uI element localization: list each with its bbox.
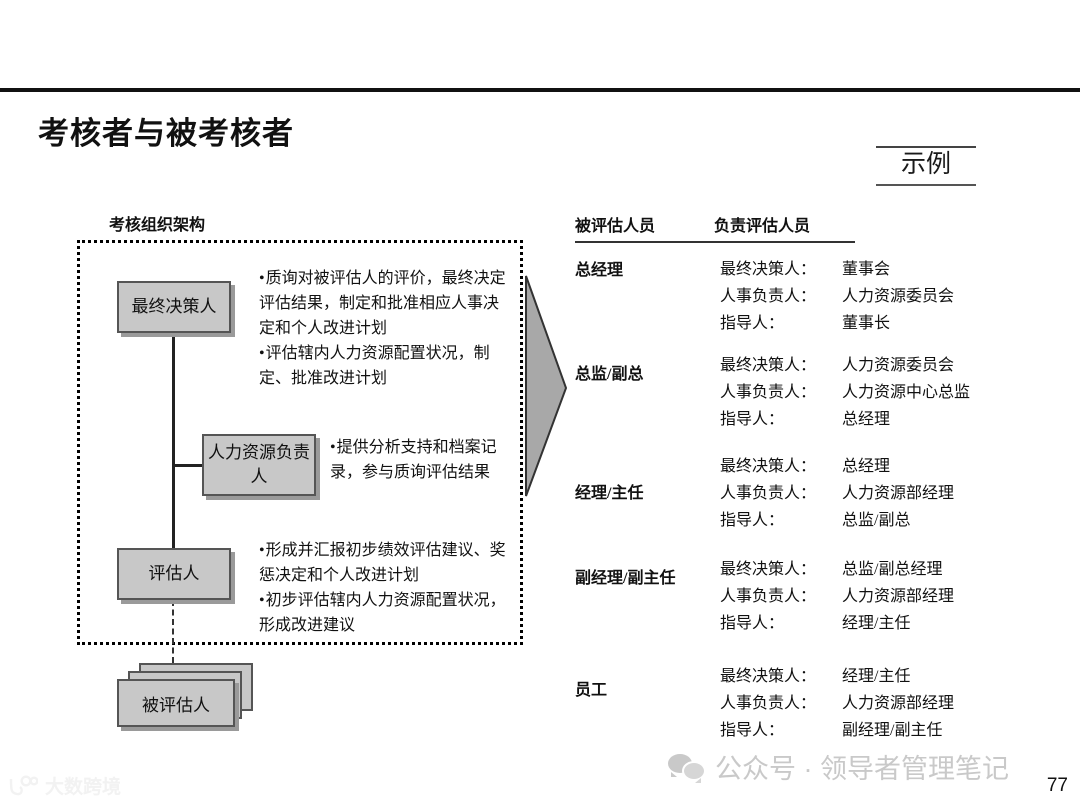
example-stamp-label: 示例 — [900, 151, 951, 178]
table-row-pair: 人事负责人： 人力资源部经理 — [720, 690, 1035, 717]
table-row-role: 员工 — [575, 682, 608, 699]
flow-arrow-icon — [525, 275, 568, 497]
table-row-pair: 人事负责人： 人力资源部经理 — [720, 583, 1035, 610]
table-header: 被评估人员 负责评估人员 — [575, 212, 855, 243]
bullet-item: 初步评估辖内人力资源配置状况，形成改进建议 — [259, 588, 511, 638]
brand-logo-icon — [9, 774, 38, 795]
table-row: 总经理 最终决策人： 董事会 人事负责人： 人力资源委员会 指导人： 董事长 — [575, 256, 1035, 337]
table-row-pair: 人事负责人： 人力资源委员会 — [720, 283, 1035, 310]
connector-horizontal-hr — [172, 464, 204, 467]
pair-key: 最终决策人： — [720, 261, 817, 278]
table-row-pair: 最终决策人： 董事会 — [720, 256, 1035, 283]
pair-value: 人力资源委员会 — [842, 288, 955, 305]
example-stamp-rule-bottom — [876, 184, 976, 186]
node-hr-manager[interactable]: 人力资源负责人 — [202, 434, 316, 496]
pair-value: 总监/副总 — [842, 512, 911, 529]
wechat-watermark: 公众号 · 领导者管理笔记 — [668, 747, 1009, 786]
table-row-pair: 指导人： 总监/副总 — [720, 507, 1035, 534]
table-row-pair: 人事负责人： 人力资源部经理 — [720, 480, 1035, 507]
pair-key: 人事负责人： — [720, 384, 817, 401]
brand-watermark-text: 大数跨境 — [45, 777, 122, 798]
bullet-group-hr-manager: 提供分析支持和档案记录，参与质询评估结果 — [330, 435, 520, 485]
pair-key: 最终决策人： — [720, 668, 817, 685]
example-stamp: 示例 — [876, 146, 976, 186]
table-row-pair: 最终决策人： 经理/主任 — [720, 663, 1035, 690]
pair-value: 副经理/副主任 — [842, 722, 943, 739]
pair-value: 人力资源部经理 — [842, 588, 955, 605]
diagram-dotted-frame — [77, 240, 523, 645]
pair-key: 人事负责人： — [720, 588, 817, 605]
table-row-pair: 指导人： 总经理 — [720, 406, 1035, 433]
pair-key: 指导人： — [720, 722, 785, 739]
table-header-assessor: 负责评估人员 — [714, 218, 811, 235]
wechat-watermark-text: 公众号 · 领导者管理笔记 — [715, 754, 1009, 784]
table-row: 总监/副总 最终决策人： 人力资源委员会 人事负责人： 人力资源中心总监 指导人： 总… — [575, 352, 1035, 433]
pair-key: 人事负责人： — [720, 288, 817, 305]
pair-key: 指导人： — [720, 512, 785, 529]
table-row-role: 副经理/副主任 — [575, 570, 676, 587]
pair-key: 指导人： — [720, 615, 785, 632]
pair-value: 总经理 — [842, 458, 891, 475]
pair-value: 总监/副总经理 — [842, 561, 943, 578]
pair-key: 指导人： — [720, 411, 785, 428]
pair-key: 最终决策人： — [720, 458, 817, 475]
table-row: 员工 最终决策人： 经理/主任 人事负责人： 人力资源部经理 指导人： 副经理/副主任 — [575, 663, 1035, 744]
node-assessor[interactable]: 评估人 — [117, 548, 231, 600]
diagram-heading: 考核组织架构 — [109, 217, 206, 234]
node-final-decision-maker[interactable]: 最终决策人 — [117, 281, 231, 333]
pair-key: 人事负责人： — [720, 695, 817, 712]
node-assessee-stack[interactable]: 被评估人 — [117, 663, 257, 735]
pair-value: 人力资源部经理 — [842, 695, 955, 712]
node-assessee-label: 被评估人 — [117, 679, 235, 727]
table-row: 副经理/副主任 最终决策人： 总监/副总经理 人事负责人： 人力资源部经理 指导人：… — [575, 556, 1035, 637]
pair-value: 人力资源委员会 — [842, 357, 955, 374]
table-row-pair: 最终决策人： 总监/副总经理 — [720, 556, 1035, 583]
table-row-pair: 指导人： 董事长 — [720, 310, 1035, 337]
table-header-assessee: 被评估人员 — [575, 218, 656, 235]
bullet-group-final-decision-maker: 质询对被评估人的评价，最终决定评估结果，制定和批准相应人事决定和个人改进计划 评… — [259, 266, 514, 391]
table-row: 经理/主任 最终决策人： 总经理 人事负责人： 人力资源部经理 指导人： 总监/副总 — [575, 453, 1035, 534]
pair-value: 经理/主任 — [842, 615, 911, 632]
header-rule — [0, 88, 1080, 92]
connector-dashed-assessee — [172, 600, 174, 663]
wechat-icon — [668, 753, 706, 783]
bullet-item: 提供分析支持和档案记录，参与质询评估结果 — [330, 435, 520, 485]
pair-value: 经理/主任 — [842, 668, 911, 685]
table-row-role: 经理/主任 — [575, 485, 644, 502]
pair-value: 人力资源部经理 — [842, 485, 955, 502]
pair-value: 人力资源中心总监 — [842, 384, 971, 401]
table-row-pair: 人事负责人： 人力资源中心总监 — [720, 379, 1035, 406]
bullet-item: 评估辖内人力资源配置状况，制定、批准改进计划 — [259, 341, 514, 391]
table-row-pair: 指导人： 经理/主任 — [720, 610, 1035, 637]
bullet-item: 形成并汇报初步绩效评估建议、奖惩决定和个人改进计划 — [259, 538, 511, 588]
pair-key: 最终决策人： — [720, 561, 817, 578]
page-title: 考核者与被考核者 — [38, 116, 294, 151]
pair-key: 指导人： — [720, 315, 785, 332]
table-row-pair: 指导人： 副经理/副主任 — [720, 717, 1035, 744]
bullet-group-assessor: 形成并汇报初步绩效评估建议、奖惩决定和个人改进计划 初步评估辖内人力资源配置状况… — [259, 538, 511, 638]
example-stamp-rule-top — [876, 146, 976, 148]
connector-vertical — [172, 333, 175, 566]
pair-value: 董事会 — [842, 261, 891, 278]
page-number: 77 — [1046, 775, 1068, 796]
brand-watermark: 大数跨境 — [8, 772, 121, 799]
pair-value: 总经理 — [842, 411, 891, 428]
table-row-role: 总监/副总 — [575, 366, 644, 383]
pair-value: 董事长 — [842, 315, 891, 332]
pair-key: 人事负责人： — [720, 485, 817, 502]
table-row-role: 总经理 — [575, 262, 624, 279]
table-row-pair: 最终决策人： 总经理 — [720, 453, 1035, 480]
pair-key: 最终决策人： — [720, 357, 817, 374]
bullet-item: 质询对被评估人的评价，最终决定评估结果，制定和批准相应人事决定和个人改进计划 — [259, 266, 514, 341]
table-row-pair: 最终决策人： 人力资源委员会 — [720, 352, 1035, 379]
